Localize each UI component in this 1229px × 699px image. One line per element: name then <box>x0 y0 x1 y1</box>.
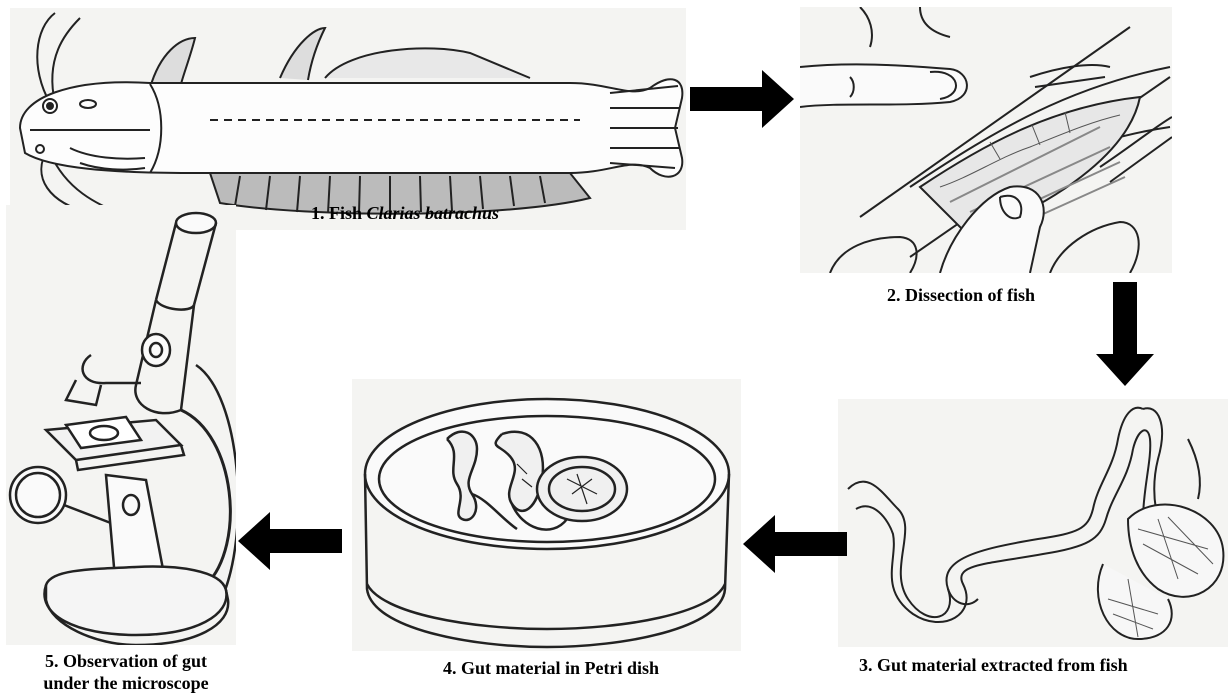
step1-species: Clarias batrachus <box>367 203 500 223</box>
dissection-panel <box>800 7 1172 273</box>
gut-panel <box>838 399 1228 647</box>
petri-dish-icon <box>352 379 741 651</box>
arrow-left-icon <box>743 515 847 573</box>
dissection-icon <box>800 7 1172 273</box>
arrow-left-icon <box>238 512 342 570</box>
step4-caption: 4. Gut material in Petri dish <box>443 657 659 679</box>
step5-caption-line1: 5. Observation of gut <box>26 650 226 672</box>
step5-caption-line2: under the microscope <box>26 672 226 694</box>
gut-icon <box>838 399 1228 647</box>
microscope-panel <box>6 205 236 645</box>
microscope-icon <box>6 205 236 645</box>
arrow-down-icon <box>1096 282 1154 386</box>
step1-number: 1. <box>311 203 325 223</box>
step3-caption: 3. Gut material extracted from fish <box>859 654 1128 676</box>
step1-caption: 1. Fish Clarias batrachus <box>311 202 499 224</box>
arrow-right-icon <box>690 70 794 128</box>
fish-icon <box>10 8 686 230</box>
step5-caption: 5. Observation of gut under the microsco… <box>26 650 226 694</box>
step1-text: Fish <box>329 203 362 223</box>
step2-caption: 2. Dissection of fish <box>887 284 1035 306</box>
fish-panel <box>10 8 686 230</box>
petri-panel <box>352 379 741 651</box>
